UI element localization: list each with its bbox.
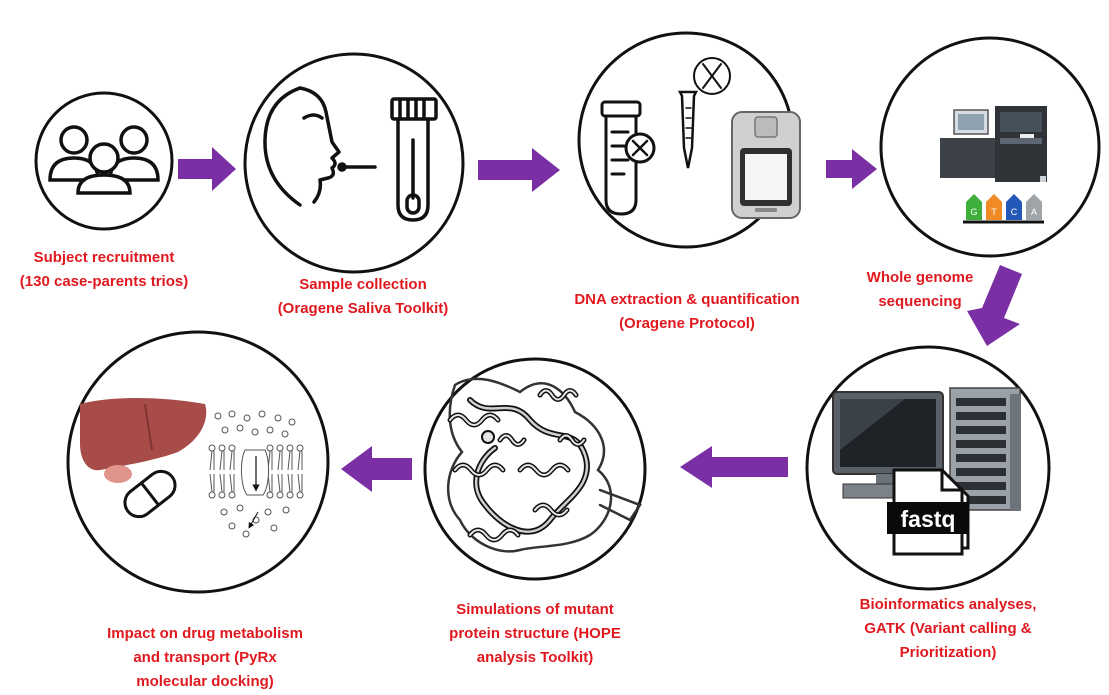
base-t: T: [991, 207, 997, 217]
step-simulation-node: [423, 357, 647, 581]
quantifier-device-icon: [731, 111, 801, 219]
base-a: A: [1031, 207, 1037, 217]
label-subject-recruitment: Subject recruitment(130 case-parents tri…: [19, 249, 189, 290]
step-recruitment-node: [34, 91, 174, 231]
label-dna-extraction: DNA extraction & quantification(Oragene …: [574, 291, 800, 332]
arrow-sample-to-dna: [478, 148, 560, 192]
arrow-recruit-to-sample: [178, 147, 236, 191]
step-impact-node: [66, 330, 330, 594]
label-bioinformatics: Bioinformatics analyses,GATK (Variant ca…: [859, 596, 1037, 661]
sequencer-icon: [940, 106, 1047, 182]
people-icon: [48, 125, 160, 195]
label-sample-collection: Sample collection(Oragene Saliva Toolkit…: [277, 276, 449, 317]
liver-icon: [80, 398, 207, 483]
saliva-tube-icon: [263, 86, 438, 222]
step-sequencing-node: G T C A: [879, 36, 1101, 258]
cell-membrane-icon: [208, 410, 304, 538]
step-bioinfo-node: fastq: [805, 345, 1051, 591]
fastq-file-icon: fastq: [887, 468, 970, 556]
monitor-icon: [832, 391, 944, 499]
step-dna-node: [577, 31, 801, 249]
capsule-icon: [123, 469, 177, 519]
file-badge: fastq: [901, 506, 956, 532]
arrow-sequencing-to-bioinfo: [967, 265, 1022, 346]
base-c: C: [1011, 207, 1018, 217]
dna-bases-icon: G T C A: [963, 194, 1044, 224]
step-sample-node: [243, 52, 465, 274]
base-g: G: [970, 207, 977, 217]
arrow-bioinfo-to-simulation: [680, 446, 788, 488]
dna-extraction-icon: [600, 57, 731, 216]
arrow-dna-to-sequencing: [826, 149, 877, 189]
protein-structure-icon: [447, 377, 642, 553]
arrow-simulation-to-impact: [341, 446, 412, 492]
